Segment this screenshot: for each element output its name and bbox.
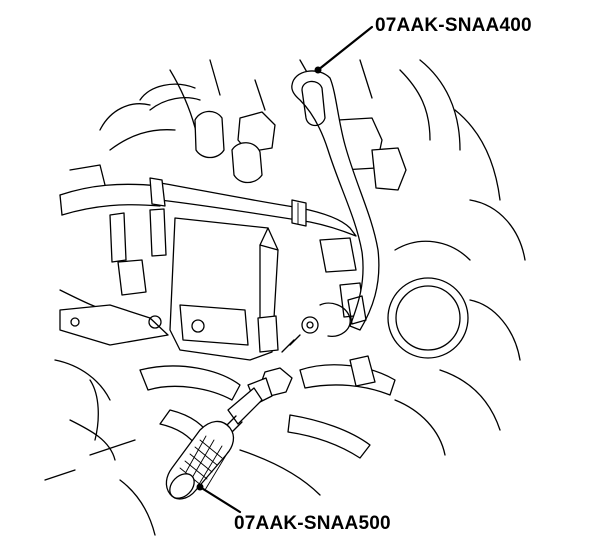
engine-background xyxy=(44,59,526,481)
control-box xyxy=(59,217,279,361)
tool-callout-top: 07AAK-SNAA400 xyxy=(375,15,532,36)
connectors xyxy=(109,110,407,318)
driver-tool xyxy=(165,334,301,500)
bracket-tool xyxy=(291,70,380,337)
leader-lines xyxy=(196,25,374,514)
lower-hoses xyxy=(89,355,446,536)
pulley xyxy=(387,240,471,359)
tool-callout-bottom: 07AAK-SNAA500 xyxy=(234,513,391,534)
coolant-hose xyxy=(149,177,357,237)
knurl-pattern xyxy=(179,435,229,491)
